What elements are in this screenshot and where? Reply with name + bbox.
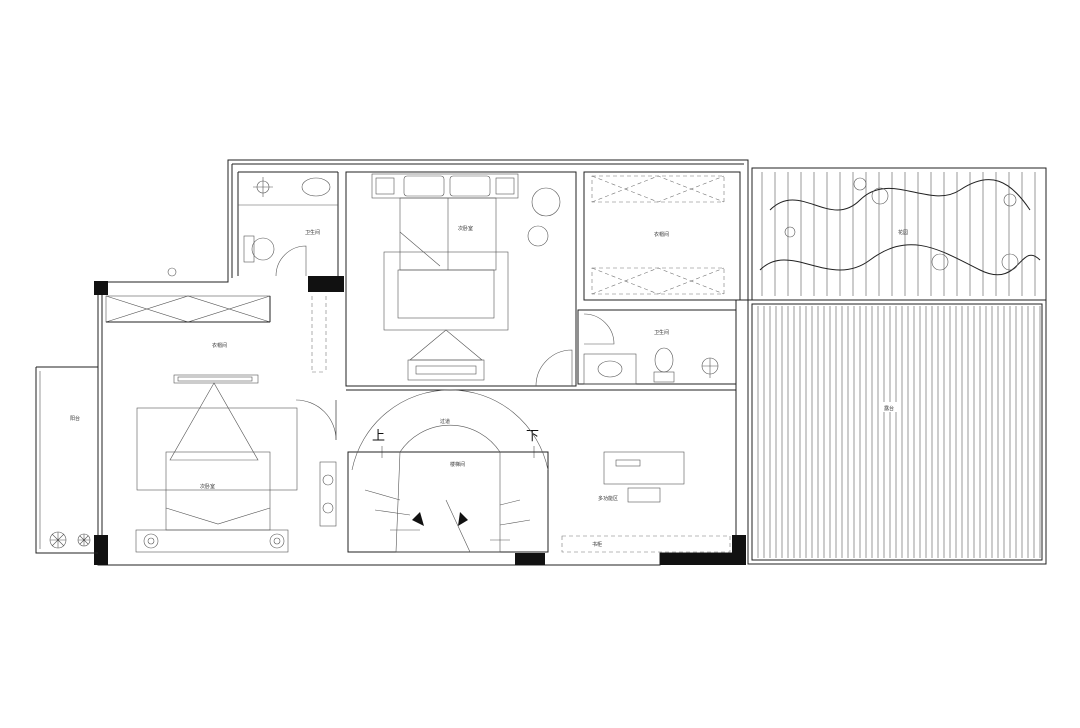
bathroom-2-label: 卫生间 [654,329,669,336]
master-bedroom: 次卧室 [345,171,577,387]
terrace-label: 露台 [884,405,894,412]
outer-walls [94,159,749,566]
second-bedroom-label: 次卧室 [200,483,215,490]
master-bathroom: 卫生间 [167,171,339,277]
stair-up-label: 上 [372,429,385,444]
stair-down-label: 下 [526,429,539,444]
potted-plant-icon [49,531,67,549]
study-label: 多功能区 [598,495,618,502]
vine-icon [759,244,1041,276]
garden-trellis [761,172,1036,296]
master-bathroom-label: 卫生间 [305,229,320,236]
sink-icon [597,360,623,378]
decor-plant-icon [701,357,719,378]
toilet-icon [654,347,674,373]
toilet-icon [251,237,275,261]
hall-label: 过道 [440,418,450,425]
bathroom-2: 卫生间 [577,309,737,385]
hall-and-stair: 过道 上 下 楼梯间 多功能区 书柜 [346,389,736,553]
terrace-decking [757,306,1041,558]
terrace: 露台 [747,299,1047,565]
master-bedroom-label: 次卧室 [458,225,473,232]
armchair-icon [531,187,561,217]
sink-icon [301,177,331,197]
walk-in-closet: 衣帽间 [583,171,741,301]
terrace-garden: 花园 [751,167,1047,301]
terrace-garden-label: 花园 [898,229,908,236]
stairwell-label: 楼梯间 [450,461,465,468]
balcony-left: 阳台 [35,366,98,554]
cabinet-label: 书柜 [592,541,602,548]
second-bedroom: 衣帽间 次卧室 [105,295,337,553]
balcony-left-label: 阳台 [70,415,80,422]
walk-in-closet-label: 衣帽间 [654,231,669,238]
dressing-room-label: 衣帽间 [212,342,227,349]
vine-icon [769,179,1031,211]
potted-plant-icon [77,533,91,547]
side-table-icon [527,225,549,247]
